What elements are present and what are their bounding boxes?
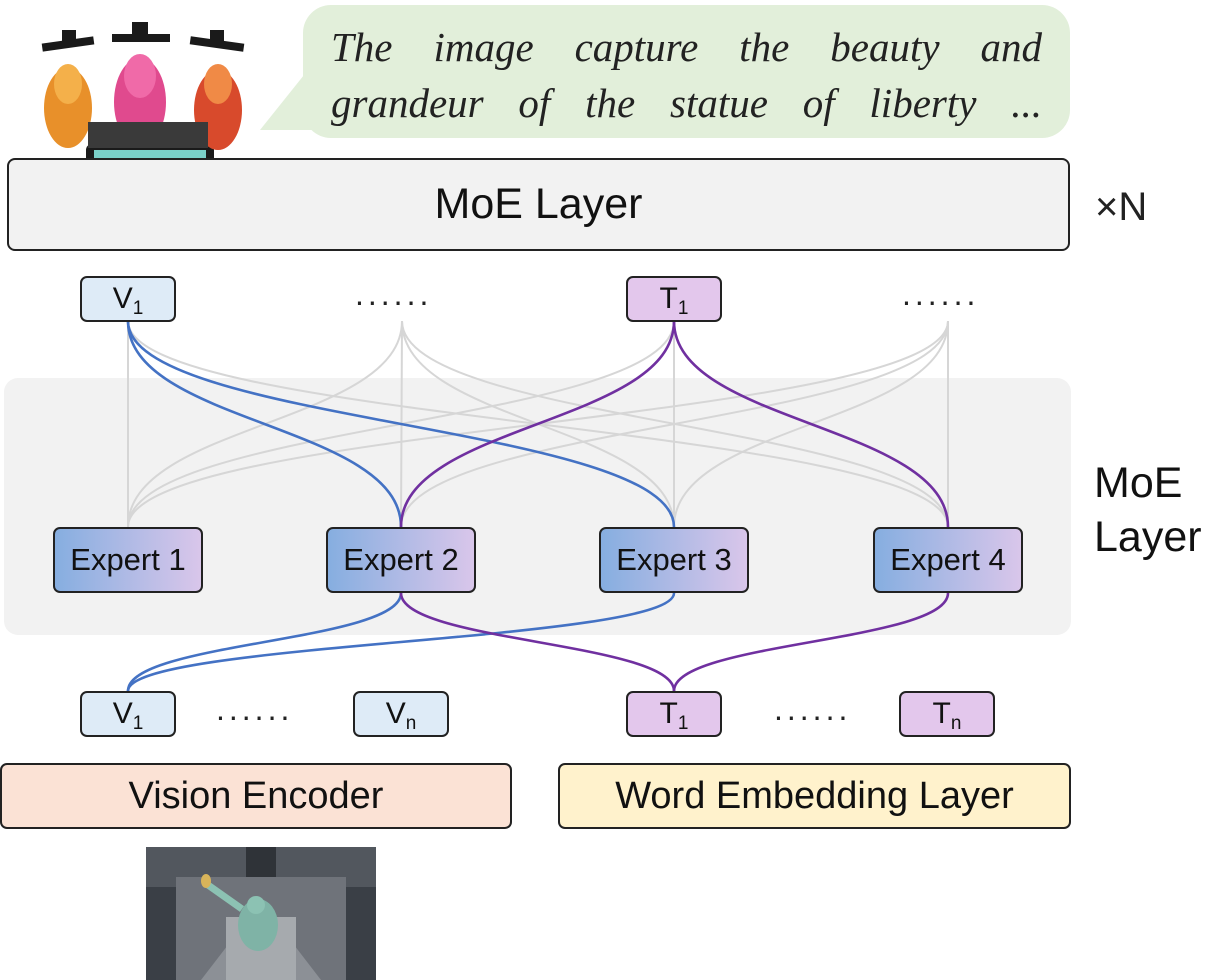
statue-of-liberty-photo xyxy=(146,847,376,980)
expert3-from-v1-wire xyxy=(126,592,676,692)
moe-side-label-line1: MoE xyxy=(1094,459,1183,507)
expert-1: Expert 1 xyxy=(53,527,203,593)
output-ellipsis-b: ...... xyxy=(902,276,980,312)
t1-to-expert2-wire xyxy=(399,320,676,528)
token-letter: T xyxy=(659,282,678,315)
moe-layer-title: MoE Layer xyxy=(434,180,643,228)
input-ellipsis-vision: ...... xyxy=(216,691,294,727)
expert-4: Expert 4 xyxy=(873,527,1023,593)
token-letter: V xyxy=(385,697,406,730)
layer-repeat-label: ×N xyxy=(1095,185,1148,229)
word-embedding-layer: Word Embedding Layer xyxy=(558,763,1071,829)
token-subscript: 1 xyxy=(677,713,689,734)
route-wire-3-1 xyxy=(400,320,949,528)
moe-side-label: MoE Layer xyxy=(1094,456,1202,564)
expert-3: Expert 3 xyxy=(599,527,749,593)
token-subscript: 1 xyxy=(677,298,689,319)
output-caption: The image capture the beauty and grandeu… xyxy=(303,5,1070,138)
input-ellipsis-text: ...... xyxy=(774,691,852,727)
expert2-from-t1-wire xyxy=(399,592,676,692)
token-letter: T xyxy=(932,697,951,730)
token-subscript: n xyxy=(405,713,417,734)
expert4-from-t1-wire xyxy=(672,592,950,692)
moe-side-label-line2: Layer xyxy=(1094,513,1202,561)
vision-encoder: Vision Encoder xyxy=(0,763,512,829)
expert2-from-v1-wire xyxy=(126,592,403,692)
token-subscript: n xyxy=(950,713,962,734)
token-letter: V xyxy=(112,697,133,730)
token-subscript: 1 xyxy=(132,298,144,319)
t1-to-expert4-wire xyxy=(672,320,950,528)
output-ellipsis-a: ...... xyxy=(355,276,433,312)
v1-to-expert3-wire xyxy=(126,320,676,528)
v1-to-expert2-wire xyxy=(126,320,403,528)
token-subscript: 1 xyxy=(132,713,144,734)
moe-layer-box: MoE Layer xyxy=(7,158,1070,251)
expert-2: Expert 2 xyxy=(326,527,476,593)
token-letter: V xyxy=(112,282,133,315)
token-letter: T xyxy=(659,697,678,730)
